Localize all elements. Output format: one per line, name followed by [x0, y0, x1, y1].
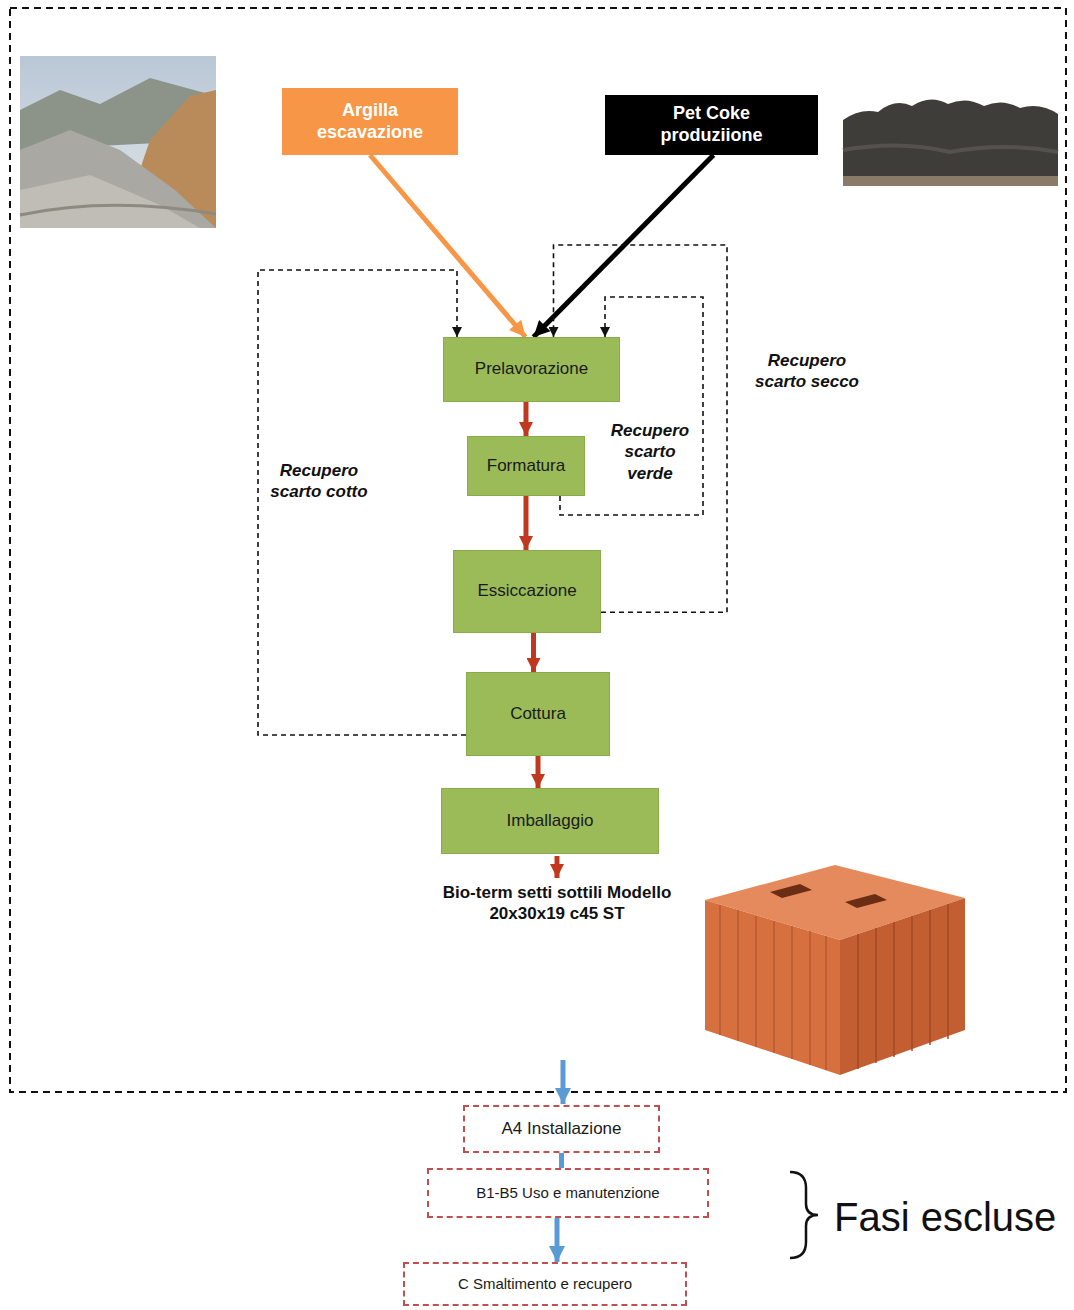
quarry-photo [20, 56, 216, 228]
photo-ground [843, 176, 1058, 186]
box-text: Pet Coke produziione [637, 103, 787, 146]
excluded-phase-box: B1-B5 Uso e manutenzione [427, 1168, 709, 1218]
source-box: Pet Coke produziione [605, 95, 818, 155]
brick-ribs [720, 905, 826, 1070]
flow-connector [370, 155, 526, 337]
box-text: Imballaggio [507, 811, 594, 831]
system-boundary [10, 8, 1066, 1092]
flow-connector [536, 756, 541, 788]
flow-connector [531, 633, 536, 672]
excluded-phase-box: C Smaltimento e recupero [403, 1262, 687, 1306]
photo-gravel [20, 130, 216, 228]
brick-hole [770, 884, 812, 898]
photo-road [20, 205, 216, 215]
brick-hole [845, 894, 887, 908]
photo-texture [843, 145, 1058, 152]
brace [790, 1172, 818, 1258]
process-box: Essiccazione [453, 550, 601, 633]
process-box: Imballaggio [441, 788, 659, 854]
brick-face [705, 900, 840, 1075]
photo-sky [20, 56, 216, 228]
brick-face [840, 898, 965, 1075]
flow-connector [555, 1218, 560, 1262]
box-text: Cottura [510, 704, 566, 724]
flow-arrow [555, 856, 560, 878]
source-box: Argilla escavazione [282, 88, 458, 155]
flow-connector [258, 270, 466, 735]
edge-label: Recupero scarto verde [603, 420, 697, 484]
edge-label: Recupero scarto secco [752, 350, 862, 393]
photo-pile [843, 99, 1058, 186]
brick-ribs [858, 904, 948, 1069]
flow-connector [534, 155, 714, 337]
flow-connector [524, 402, 529, 436]
excluded-phase-box: A4 Installazione [463, 1105, 660, 1153]
edge-label: Recupero scarto cotto [266, 460, 372, 503]
flow-arrow [561, 1060, 566, 1104]
process-box: Prelavorazione [443, 337, 620, 402]
process-box: Cottura [466, 672, 610, 756]
photo-gravel [20, 175, 200, 228]
brick-picture [705, 865, 965, 1075]
process-box: Formatura [467, 436, 585, 496]
note-label: Fasi escluse [834, 1192, 1056, 1242]
box-text: Formatura [487, 456, 565, 476]
flow-connector [524, 496, 529, 550]
box-text: A4 Installazione [501, 1119, 621, 1139]
box-text: Prelavorazione [475, 359, 588, 379]
product-label: Bio-term setti sottili Modello 20x30x19 … [437, 882, 677, 925]
petcoke-photo [843, 99, 1058, 186]
box-text: C Smaltimento e recupero [458, 1275, 632, 1293]
box-text: B1-B5 Uso e manutenzione [476, 1184, 659, 1202]
box-text: Argilla escavazione [305, 100, 435, 143]
box-text: Essiccazione [477, 581, 576, 601]
flow-connector [559, 1153, 564, 1168]
